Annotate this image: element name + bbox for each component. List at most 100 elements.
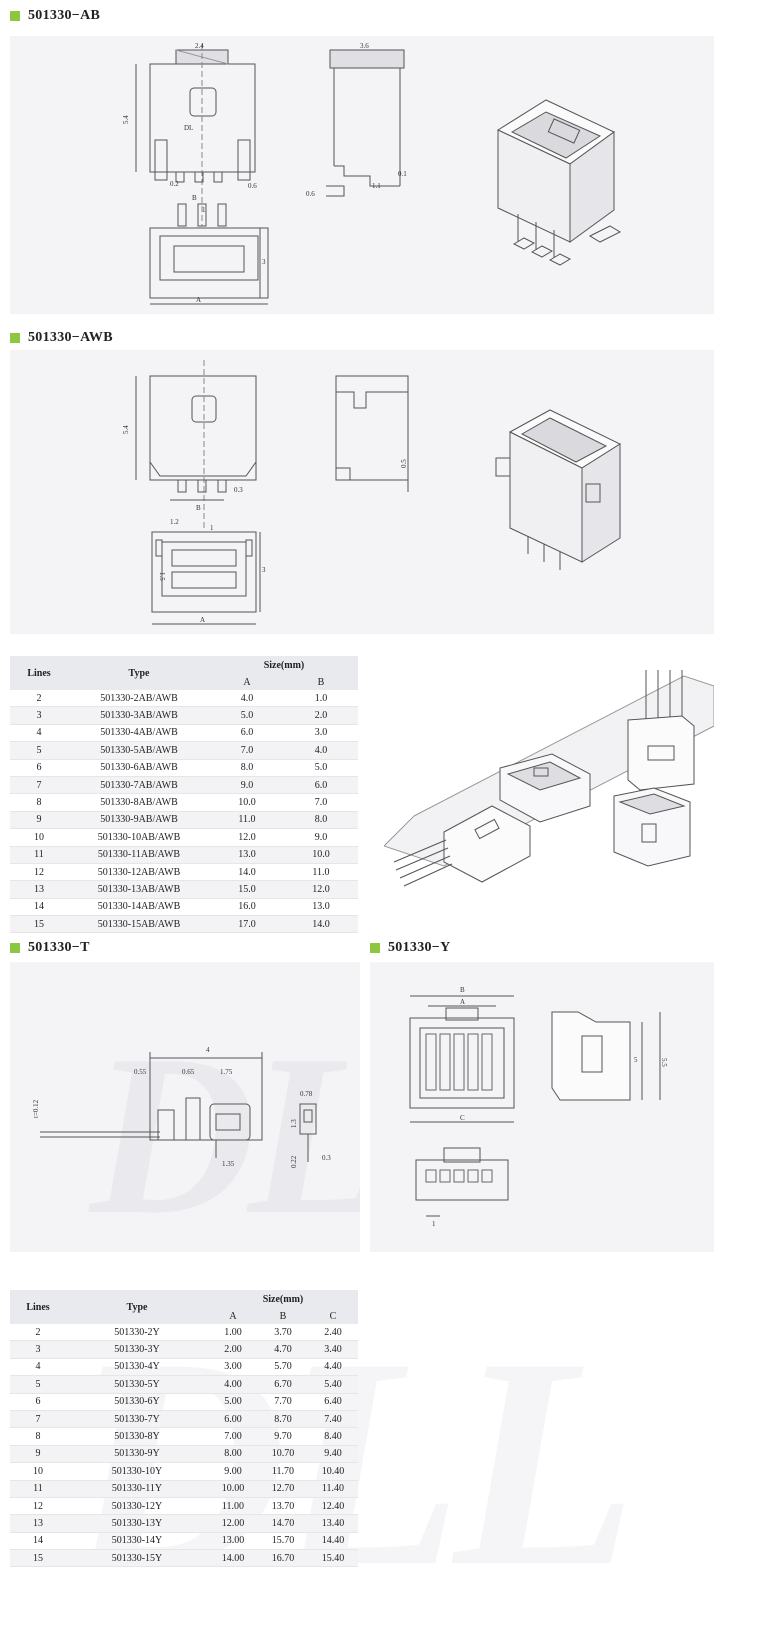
dim-ab-side-step: 1.1	[372, 182, 381, 190]
y-bottom-housing	[415, 1159, 509, 1201]
dim-ab-height: 5.4	[122, 115, 130, 124]
section-title-ab: 501330−AB	[10, 8, 100, 24]
dim-ab-a-label: A	[196, 296, 201, 304]
col-c: C	[329, 1310, 337, 1322]
ab-technical-drawing: 2.4 3.6 5.4 DL 0.2 0.6 0.6 1.1 0.1 B 1 3…	[122, 42, 622, 305]
y-technical-drawing: B A C 5 5.5 1	[409, 986, 668, 1228]
dim-ab-foot-right: 0.6	[248, 182, 257, 190]
dim-awb-side: 0.5	[400, 459, 408, 468]
dim-ab-top-width: 2.4	[195, 42, 204, 50]
dim-ab-side-tol: 0.1	[398, 170, 407, 178]
awb-bottom-body	[151, 531, 257, 613]
dim-t-side-w: 0.78	[300, 1090, 313, 1098]
wired-plug-front	[443, 805, 531, 883]
dim-ab-b-label: B	[192, 194, 197, 202]
col-type: Type	[128, 667, 150, 679]
col-type: Type	[126, 1301, 148, 1313]
green-square-icon	[10, 11, 20, 21]
t-terminal-box	[209, 1103, 251, 1141]
drawing-panel-ab: 2.4 3.6 5.4 DL 0.2 0.6 0.6 1.1 0.1 B 1 3…	[10, 36, 714, 314]
dim-t-total: 4	[206, 1046, 210, 1054]
dim-t-d3: 1.75	[220, 1068, 233, 1076]
section-title-awb-text: 501330−AWB	[28, 330, 113, 345]
dim-y-c-label: C	[460, 1114, 465, 1122]
col-a: A	[243, 676, 251, 688]
dim-ab-side-foot: 0.6	[306, 190, 315, 198]
ab-bottom-body	[149, 227, 269, 299]
ab-side-cap	[329, 49, 405, 69]
dim-awb-height: 5.4	[122, 425, 130, 434]
drawing-panel-t: DLL 4 0.55 0.65 1.75 1.35 t=0.12 0.78	[10, 962, 360, 1252]
dim-y-h2: 5.5	[660, 1058, 668, 1067]
dim-ab-mark: DL	[184, 124, 193, 132]
t-technical-drawing: 4 0.55 0.65 1.75 1.35 t=0.12 0.78 1.3 0.…	[32, 1046, 331, 1168]
dim-ab-pitch: 1	[202, 206, 206, 214]
col-lines: Lines	[26, 1301, 50, 1313]
section-title-t: 501330−T	[10, 940, 90, 956]
dim-y-a-label: A	[460, 998, 465, 1006]
green-square-icon	[10, 943, 20, 953]
green-square-icon	[370, 943, 380, 953]
dim-awb-side-mark: 1.5	[158, 572, 166, 581]
t-side-view	[299, 1103, 317, 1135]
y-front-housing	[409, 1017, 515, 1109]
dim-awb-pin-off: 0.3	[234, 486, 243, 494]
col-size: Size(mm)	[263, 659, 305, 671]
dim-awb-pitch: 1	[210, 524, 214, 532]
drawing-panel-awb: 5.4 0.5 0.3 B 1.2 1 1.5 3 A	[10, 350, 714, 634]
dim-t-d1: 0.55	[134, 1068, 147, 1076]
section-title-y-text: 501330−Y	[388, 940, 451, 955]
dim-ab-side-width: 3.6	[360, 42, 369, 50]
green-square-icon	[10, 333, 20, 343]
dim-awb-a-label: A	[200, 616, 205, 624]
dim-t-side-h: 1.3	[290, 1119, 298, 1128]
dim-ab-depth: 3	[262, 258, 266, 266]
col-size: Size(mm)	[262, 1293, 304, 1305]
section-title-awb: 501330−AWB	[10, 330, 113, 346]
col-a: A	[229, 1310, 237, 1322]
dim-t-d2: 0.65	[182, 1068, 195, 1076]
assembly-illustration	[384, 656, 714, 896]
drawing-panel-y: B A C 5 5.5 1	[370, 962, 714, 1252]
section-title-y: 501330−Y	[370, 940, 451, 956]
col-lines: Lines	[27, 667, 51, 679]
dim-t-side-c: 0.3	[322, 1154, 331, 1162]
dim-y-pitch: 1	[432, 1220, 436, 1228]
dim-t-d4: 1.35	[222, 1160, 235, 1168]
dim-ab-foot-left: 0.2	[170, 180, 179, 188]
col-b: B	[279, 1310, 287, 1322]
dim-y-b-label: B	[460, 986, 465, 994]
dim-awb-b-label: B	[196, 504, 201, 512]
awb-technical-drawing: 5.4 0.5 0.3 B 1.2 1 1.5 3 A	[122, 360, 622, 625]
assembly-drawing	[384, 670, 714, 887]
section-title-ab-text: 501330−AB	[28, 8, 101, 23]
